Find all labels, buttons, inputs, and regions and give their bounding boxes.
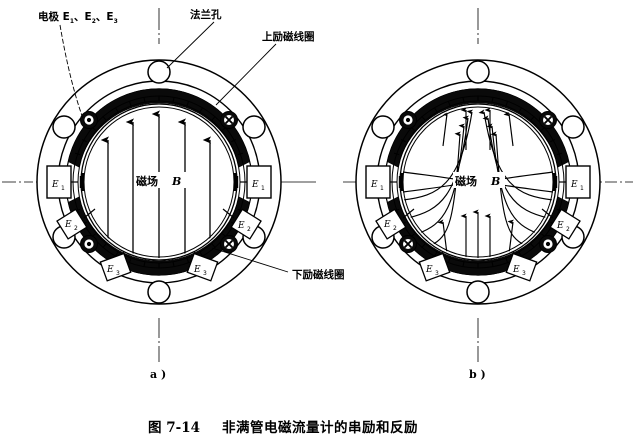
panel-b-field-lines [402,107,554,258]
electrode-label-E2-right-sub: 2 [247,226,251,233]
annotation-electrodes-sub1: 1 [70,18,74,25]
panel-b-electrode-E3-right: E 3 [505,251,538,282]
panel-b-field-label-cn: 磁场 [455,174,477,188]
panel-b-electrode-E1-left: E 1 [365,165,404,199]
coil-cross-icon-lower-right [220,235,238,253]
panel-b-field-label-symbol: B [490,175,500,188]
leader-upper-coil [215,43,277,106]
panel-a-upper-coil-band [67,88,251,168]
panel-b-electrode-E3-left: E 3 [418,251,451,282]
coil-cross-icon-upper-right [539,111,557,129]
panel-a-electrode-E3-right: E 3 [186,251,219,282]
coil-dot-icon-lower-right [539,235,557,253]
panel-b-electrode-E2-left: E 2 [375,208,415,240]
electrode-label-E1-right: E [570,180,578,190]
annotation-electrodes-sub2: 2 [92,18,96,25]
panel-a-electrode-E2-left: E 2 [56,208,96,240]
electrode-label-E3-right-sub: 3 [522,270,526,277]
electrode-label-E3-left-sub: 3 [116,270,120,277]
annotation-flange-hole: 法兰孔 [190,8,222,21]
coil-dot-icon-upper-left [80,111,98,129]
panel-a-flange-holes [52,60,266,304]
panel-a: 磁场 B [2,8,316,381]
electrode-label-E1-right-sub: 1 [261,185,265,192]
panel-b-field-label: 磁场 B [453,172,505,188]
electrode-label-E1-right-sub: 1 [580,185,584,192]
svg-text:电极 E1、E2、E3: 电极 E1、E2、E3 [38,10,118,25]
electrode-label-E1-right: E [251,180,259,190]
leader-lower-coil [211,247,289,273]
electrode-label-E3-left: E [425,265,433,275]
electrode-label-E2-right: E [556,221,564,231]
figure-caption-group: 图 7-14 非满管电磁流量计的串励和反励 [148,419,418,436]
coil-dot-icon-lower-left [80,235,98,253]
electrode-label-E1-left: E [51,180,59,190]
flange-hole [147,280,171,304]
electrode-label-E3-left-sub: 3 [435,270,439,277]
panel-a-field-label: 磁场 B [134,172,186,188]
panel-a-electrode-E3-left: E 3 [99,251,132,282]
panel-a-field-label-cn: 磁场 [136,174,158,188]
annotation-electrodes: 电极 E1、E2、E3 [38,10,118,25]
panel-a-electrode-E2-right: E 2 [222,208,262,240]
electrode-label-E3-right: E [512,265,520,275]
flange-hole [52,115,76,139]
panel-a-electrode-E1-right: E 1 [233,165,272,199]
figure-caption-text: 非满管电磁流量计的串励和反励 [222,419,418,436]
leader-flange-hole [166,21,215,69]
annotation-leaders [59,21,289,273]
coil-cross-icon-lower-left [399,235,417,253]
flange-hole [466,60,490,84]
panel-b-polarity-markers [399,111,557,253]
annotation-electrodes-sub3: 3 [114,18,118,25]
annotation-upper-coil: 上励磁线圈 [262,30,315,43]
panel-a-label: a ) [150,368,166,381]
annotation-texts: 电极 E1、E2、E3 法兰孔 上励磁线圈 下励磁线圈 [38,8,345,281]
electrode-label-E3-right-sub: 3 [203,270,207,277]
leader-electrodes [59,24,86,125]
electrode-label-E1-left-sub: 1 [380,185,384,192]
panel-b-label: b ) [469,368,486,381]
panel-b-electrodes: E 1 E 1 E 2 [365,165,591,282]
flange-hole [371,115,395,139]
annotation-lower-coil: 下励磁线圈 [292,268,345,281]
electrode-label-E2-right-sub: 2 [566,226,570,233]
coil-dot-icon-upper-left [399,111,417,129]
electrode-label-E2-left: E [64,220,72,230]
flange-hole [242,115,266,139]
panel-a-polarity-markers [80,111,238,253]
flange-hole [466,280,490,304]
coil-cross-icon-upper-right [220,111,238,129]
panel-a-electrode-E1-left: E 1 [46,165,85,199]
panel-b-upper-coil-band [386,88,570,168]
annotation-electrodes-mid2: 、E [96,11,114,23]
electrode-label-E1-left-sub: 1 [61,185,65,192]
panel-a-electrodes: E 1 E 1 E 2 [46,165,272,282]
panel-b-electrode-E2-right: E 2 [541,208,581,240]
electrode-label-E1-left: E [370,180,378,190]
flange-hole [147,60,171,84]
electrode-label-E2-left-sub: 2 [74,225,78,232]
annotation-electrodes-mid1: 、E [74,11,92,23]
electrode-label-E2-left-sub: 2 [393,225,397,232]
panel-b: 磁场 B [343,8,633,381]
flange-hole [561,115,585,139]
electrode-label-E3-left: E [106,265,114,275]
electrode-label-E3-right: E [193,265,201,275]
electrode-label-E2-left: E [383,220,391,230]
electrode-label-E2-right: E [237,221,245,231]
panel-b-electrode-E1-right: E 1 [552,165,591,199]
annotation-electrodes-prefix: 电极 E [38,10,70,23]
panel-a-field-label-symbol: B [171,175,181,188]
figure-caption-number: 图 7-14 [148,420,200,436]
